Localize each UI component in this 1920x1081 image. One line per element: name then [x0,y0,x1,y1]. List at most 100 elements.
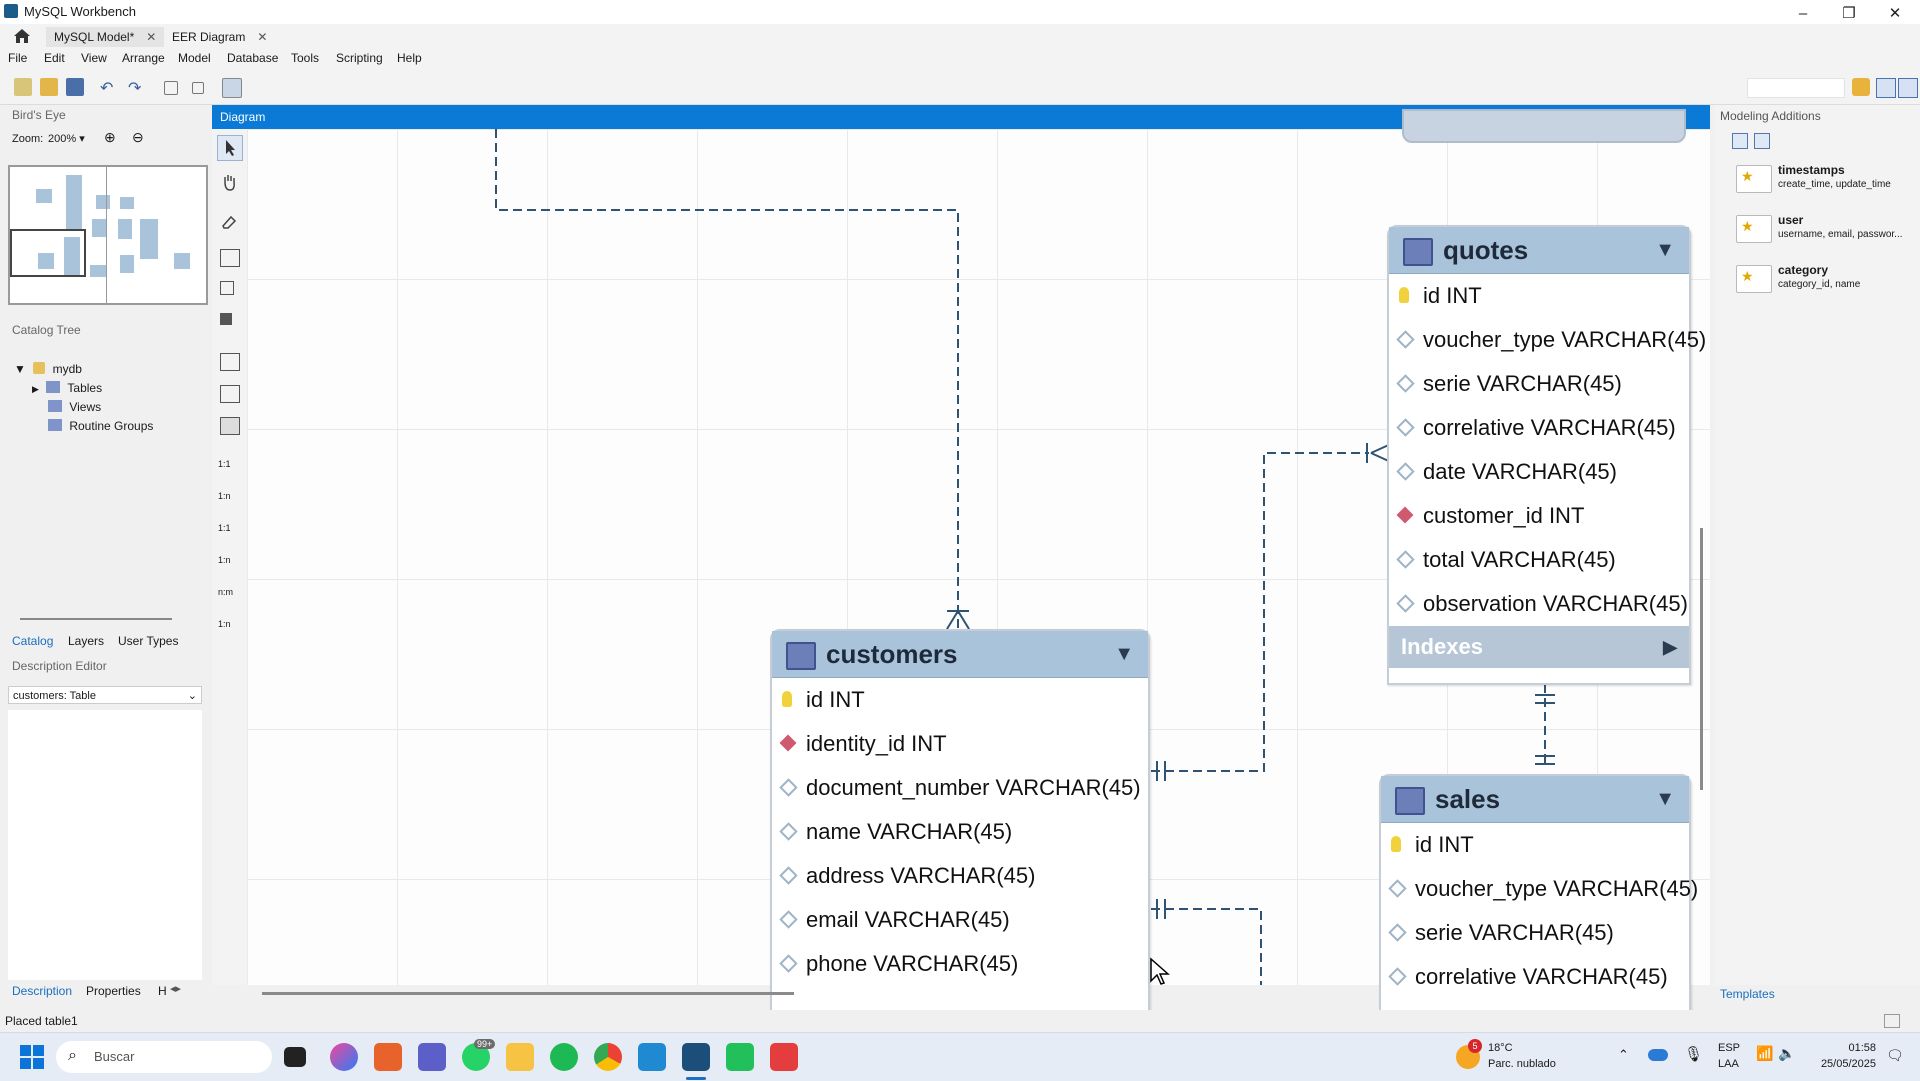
column-row[interactable]: name VARCHAR(45) [772,810,1148,854]
canvas-horizontal-scrollbar[interactable] [262,992,794,995]
tab-properties[interactable]: Properties [86,984,141,998]
column-row[interactable]: address VARCHAR(45) [772,854,1148,898]
collapse-arrow-icon[interactable]: ▼ [1655,788,1675,810]
column-row[interactable]: phone VARCHAR(45) [772,942,1148,986]
clock-time[interactable]: 01:58 [1848,1042,1876,1054]
column-row[interactable]: id INT [1389,274,1689,318]
horizontal-scrollbar[interactable] [20,618,172,620]
volume-icon[interactable]: 🔈 [1778,1045,1796,1061]
zoom-in-icon[interactable]: ⊕ [104,129,116,145]
table-offscreen[interactable] [1402,109,1686,143]
tree-item-tables[interactable]: ▶ Tables [32,381,102,395]
column-row[interactable]: document_number VARCHAR(45) [772,766,1148,810]
tree-item-mydb[interactable]: ▼ mydb [14,362,82,376]
close-tab-icon[interactable]: ✕ [257,30,268,44]
column-row[interactable]: customer_id INT [1389,494,1689,538]
menu-view[interactable]: View [81,51,107,65]
taskbar-search[interactable]: ⌕ Buscar [56,1041,272,1073]
spotify-icon[interactable] [550,1043,578,1071]
column-row[interactable]: total VARCHAR(45) [1389,538,1689,582]
templates-grid-icon[interactable] [1754,133,1770,149]
language-layout[interactable]: LAA [1718,1058,1739,1070]
column-row[interactable]: identity_id INT [772,722,1148,766]
tab-history[interactable]: H [158,984,167,998]
undo-icon[interactable]: ↶ [100,80,114,97]
close-button[interactable]: ✕ [1888,5,1902,22]
minimize-button[interactable]: – [1798,5,1808,22]
image-tool-icon[interactable] [220,313,232,325]
column-row[interactable]: id INT [1381,823,1689,867]
description-textarea[interactable] [8,710,202,980]
relation-n-m-tool[interactable]: n:m [218,587,233,597]
tab-user-types[interactable]: User Types [118,634,179,648]
table-customers[interactable]: customers ▼ id INT identity_id INT docum… [770,629,1150,1013]
windows-start-icon[interactable] [20,1045,44,1069]
template-user[interactable]: ★ user username, email, passwor... [1724,211,1914,255]
table-header[interactable]: customers ▼ [772,631,1148,678]
indexes-section[interactable]: Indexes▶ [1389,626,1689,668]
column-row[interactable]: serie VARCHAR(45) [1389,362,1689,406]
toolbar-search-input[interactable] [1747,78,1845,98]
relation-1-n-identifying-tool[interactable]: 1:n [218,555,231,565]
menu-model[interactable]: Model [178,51,211,65]
new-model-icon[interactable] [14,78,32,96]
microphone-icon[interactable]: 🎙 [1684,1046,1704,1063]
chrome-icon[interactable] [594,1043,622,1071]
toggle-sidebar-icon[interactable] [1876,78,1896,98]
toggle-secondary-sidebar-icon[interactable] [1898,78,1918,98]
view-tool-icon[interactable] [220,385,240,403]
template-category[interactable]: ★ category category_id, name [1724,261,1914,305]
mysql-workbench-icon[interactable] [682,1043,710,1071]
search-icon[interactable] [1852,78,1870,96]
table-header[interactable]: sales ▼ [1381,776,1689,823]
menu-edit[interactable]: Edit [44,51,65,65]
recorder-icon[interactable] [770,1043,798,1071]
expand-arrow-icon[interactable]: ▶ [32,384,39,394]
relation-1-n-non-identifying-tool[interactable]: 1:n [218,491,231,501]
copilot-icon[interactable] [330,1043,358,1071]
eraser-tool-icon[interactable] [220,213,238,229]
pointer-tool-icon[interactable] [217,135,243,161]
properties-icon[interactable] [222,78,242,98]
menu-file[interactable]: File [8,51,28,65]
onedrive-icon[interactable] [1648,1049,1668,1061]
column-row[interactable]: date VARCHAR(45) [1389,450,1689,494]
menu-arrange[interactable]: Arrange [122,51,165,65]
tree-item-views[interactable]: Views [44,400,101,414]
tab-eer-diagram[interactable]: EER Diagram✕ [164,27,275,47]
minimap-viewport[interactable] [10,229,86,277]
column-row[interactable]: correlative VARCHAR(45) [1389,406,1689,450]
notification-icon[interactable]: 🗨 [1886,1047,1904,1063]
column-row[interactable]: voucher_type VARCHAR(45) [1381,867,1698,911]
restore-button[interactable]: ❐ [1842,5,1856,22]
expand-arrow-icon[interactable]: ▼ [14,362,26,376]
canvas-vertical-scrollbar[interactable] [1700,528,1703,790]
column-row[interactable]: email VARCHAR(45) [772,898,1148,942]
tab-templates[interactable]: Templates [1720,987,1775,1001]
hand-tool-icon[interactable] [220,173,238,191]
toggle-grid-icon[interactable] [164,81,178,95]
tab-scroll-arrows-icon[interactable]: ◂▸ [170,983,182,995]
tab-catalog[interactable]: Catalog [12,634,54,648]
status-panel-icon[interactable] [1884,1014,1900,1028]
birds-eye-minimap[interactable] [8,165,208,305]
column-row[interactable]: observation VARCHAR(45) [1389,582,1689,626]
note-tool-icon[interactable] [220,281,234,295]
routine-group-tool-icon[interactable] [220,417,240,435]
layer-tool-icon[interactable] [220,249,240,267]
tab-description[interactable]: Description [12,984,73,998]
diagram-canvas[interactable]: quotes ▼ id INT voucher_type VARCHAR(45)… [247,109,1710,1018]
redo-icon[interactable]: ↷ [128,80,142,97]
menu-tools[interactable]: Tools [291,51,320,65]
menu-scripting[interactable]: Scripting [336,51,383,65]
templates-list-icon[interactable] [1732,133,1748,149]
clock-date[interactable]: 25/05/2025 [1820,1058,1876,1070]
table-tool-icon[interactable] [220,353,240,371]
save-model-icon[interactable] [66,78,84,96]
language-code[interactable]: ESP [1718,1042,1741,1054]
teams-icon[interactable] [418,1043,446,1071]
menu-help[interactable]: Help [397,51,422,65]
collapse-arrow-icon[interactable]: ▼ [1655,239,1675,261]
expand-arrow-icon[interactable]: ▶ [1663,637,1677,657]
column-row[interactable]: id INT [772,678,1148,722]
